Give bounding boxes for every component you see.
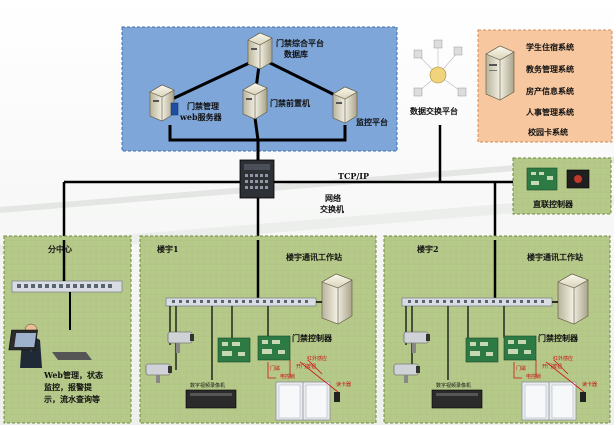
switch-label: 网络	[325, 193, 341, 203]
red-label: 电控锁	[280, 374, 296, 380]
subcenter-zone	[3, 235, 132, 424]
red-label: 读卡器	[336, 382, 352, 388]
system-label: 房产信息系统	[526, 86, 574, 96]
building2-controller-label: 门禁控制器	[538, 333, 578, 343]
system-label: 学生住宿系统	[526, 42, 574, 52]
building1-recorder-label: 数字视频录像机	[190, 383, 226, 389]
system-label: 教务管理系统	[526, 64, 574, 74]
building1-title: 楼宇1	[157, 244, 179, 254]
web-server	[149, 84, 179, 122]
building2-workstation-label: 楼宇通讯工作站	[527, 252, 583, 262]
red-label: 电控锁	[526, 374, 542, 380]
switch-label-2: 交换机	[320, 204, 344, 214]
red-label: 门磁	[516, 366, 527, 372]
red-label: 门磁	[270, 366, 281, 372]
subcenter-desc-line: Web管理，状态	[44, 370, 104, 380]
red-label: 红外感应	[553, 356, 574, 362]
system-label: 人事管理系统	[526, 107, 574, 117]
backbone	[62, 165, 600, 240]
building1-controller-label: 门禁控制器	[292, 333, 332, 343]
exchange-label: 数据交换平台	[410, 106, 458, 116]
subcenter-desc-line: 监控，报警提	[44, 382, 92, 392]
subcenter-desc-line: 示，流水查询等	[44, 394, 100, 404]
pre-server-label: 门禁前置机	[270, 98, 310, 108]
db-server-label: 门禁综合平台	[276, 38, 324, 48]
direct-controller-label: 直联控制器	[533, 199, 573, 209]
systems-panel	[477, 29, 613, 143]
red-label: 红外感应	[307, 356, 328, 362]
db-server-sub-label: 数据库	[284, 49, 308, 59]
monitor-label: 监控平台	[356, 117, 388, 127]
db-server	[247, 32, 273, 70]
building2-recorder-label: 数字视频录像机	[436, 383, 472, 389]
red-label: 开门按钮	[296, 364, 317, 370]
network-switch	[239, 159, 275, 199]
building1-workstation-label: 楼宇通讯工作站	[286, 252, 342, 262]
red-label: 读卡器	[582, 382, 598, 388]
monitor-server	[332, 86, 358, 124]
protocol-label: TCP/IP	[338, 171, 370, 181]
building2-title: 楼宇2	[417, 244, 439, 254]
system-label: 校园卡系统	[528, 127, 568, 137]
direct-controller-panel	[512, 157, 612, 215]
subcenter-title: 分中心	[48, 244, 72, 254]
building1-devices	[145, 240, 353, 421]
red-label: 开门按钮	[542, 364, 563, 370]
web-server-label: 门禁管理	[187, 101, 219, 111]
building2-devices	[393, 240, 589, 421]
web-server-sub-label: web服务器	[180, 112, 222, 122]
pre-server	[242, 82, 268, 120]
exchange-cluster	[413, 39, 467, 97]
